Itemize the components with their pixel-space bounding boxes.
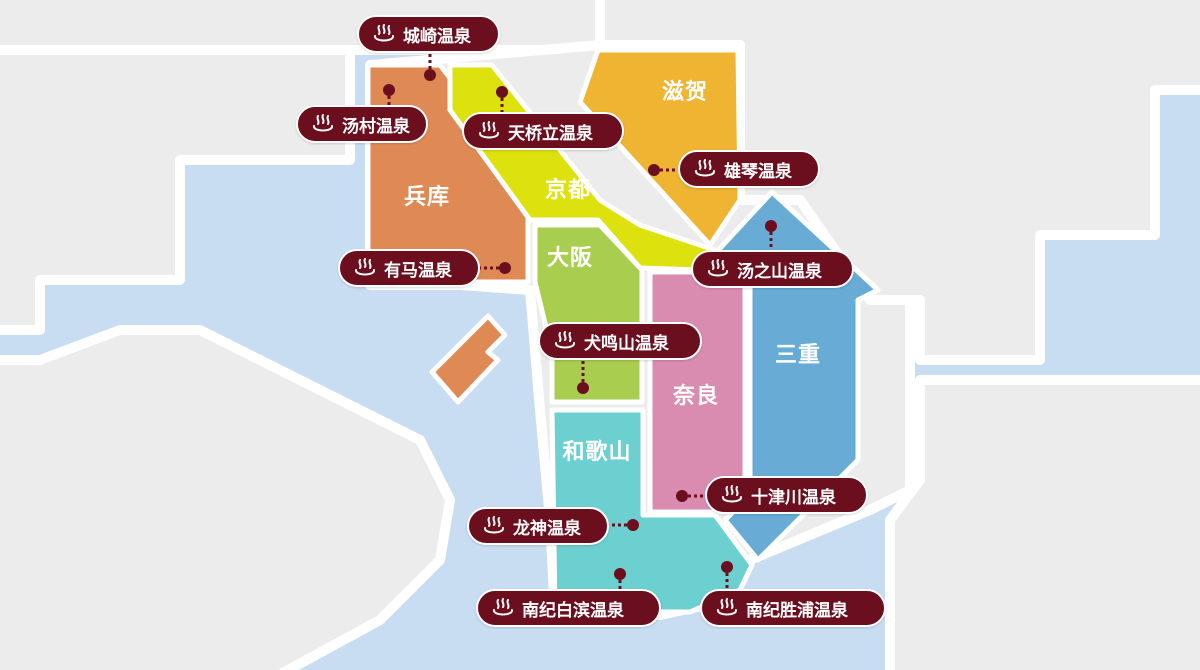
location-dot-ryujin[interactable] [627,519,639,531]
location-dot-amanohashidate[interactable] [496,86,508,98]
hot-spring-icon [705,258,731,280]
location-dot-inunakiyama[interactable] [577,382,589,394]
hot-spring-icon [371,23,397,45]
onsen-label-yumura[interactable]: 汤村温泉 [296,105,428,143]
onsen-label-ogoto[interactable]: 雄琴温泉 [678,150,820,188]
onsen-name: 汤村温泉 [342,116,410,137]
hot-spring-icon [552,330,578,352]
location-dot-katsuura[interactable] [721,561,733,573]
onsen-name: 十津川温泉 [751,487,836,508]
location-dot-arima[interactable] [499,262,511,274]
hot-spring-icon [310,113,336,135]
location-dot-kinosaki[interactable] [424,69,436,81]
onsen-label-shirahama[interactable]: 南纪白滨温泉 [476,589,661,627]
location-dot-yumura[interactable] [383,84,395,96]
land-north-coast [0,0,605,55]
prefecture-hyogo-island[interactable] [429,313,508,405]
onsen-label-arima[interactable]: 有马温泉 [338,249,480,287]
onsen-name: 天桥立温泉 [508,123,593,144]
onsen-name: 犬鸣山温泉 [584,333,669,354]
hot-spring-icon [714,597,740,619]
onsen-label-inunakiyama[interactable]: 犬鸣山温泉 [538,322,702,360]
prefecture-osaka[interactable] [532,222,645,405]
land-far-east [885,375,1200,670]
location-dot-ogoto[interactable] [648,164,660,176]
land-north-west [0,45,355,335]
onsen-name: 城崎温泉 [403,26,471,47]
land-west-south [0,325,455,670]
prefecture-shiga[interactable] [577,47,743,248]
hot-spring-icon [481,515,507,537]
onsen-label-katsuura[interactable]: 南纪胜浦温泉 [700,589,886,627]
onsen-name: 南纪胜浦温泉 [746,600,848,621]
onsen-label-ryujin[interactable]: 龙神温泉 [467,507,609,545]
onsen-name: 龙神温泉 [513,518,581,539]
leader-lines [383,52,777,592]
location-dot-totsukawa[interactable] [676,490,688,502]
location-dot-shirahama[interactable] [614,568,626,580]
onsen-label-amanohashidate[interactable]: 天桥立温泉 [462,112,624,150]
hot-spring-icon [476,120,502,142]
hot-spring-icon [352,257,378,279]
location-dot-yunoyama[interactable] [765,220,777,232]
hot-spring-icon [490,597,516,619]
onsen-name: 汤之山温泉 [737,261,822,282]
onsen-name: 雄琴温泉 [724,161,792,182]
onsen-label-yunoyama[interactable]: 汤之山温泉 [691,250,854,288]
onsen-label-kinosaki[interactable]: 城崎温泉 [357,15,500,53]
onsen-name: 南纪白滨温泉 [522,600,624,621]
onsen-label-totsukawa[interactable]: 十津川温泉 [705,476,868,514]
hot-spring-icon [692,158,718,180]
hot-spring-icon [719,484,745,506]
onsen-name: 有马温泉 [384,260,452,281]
